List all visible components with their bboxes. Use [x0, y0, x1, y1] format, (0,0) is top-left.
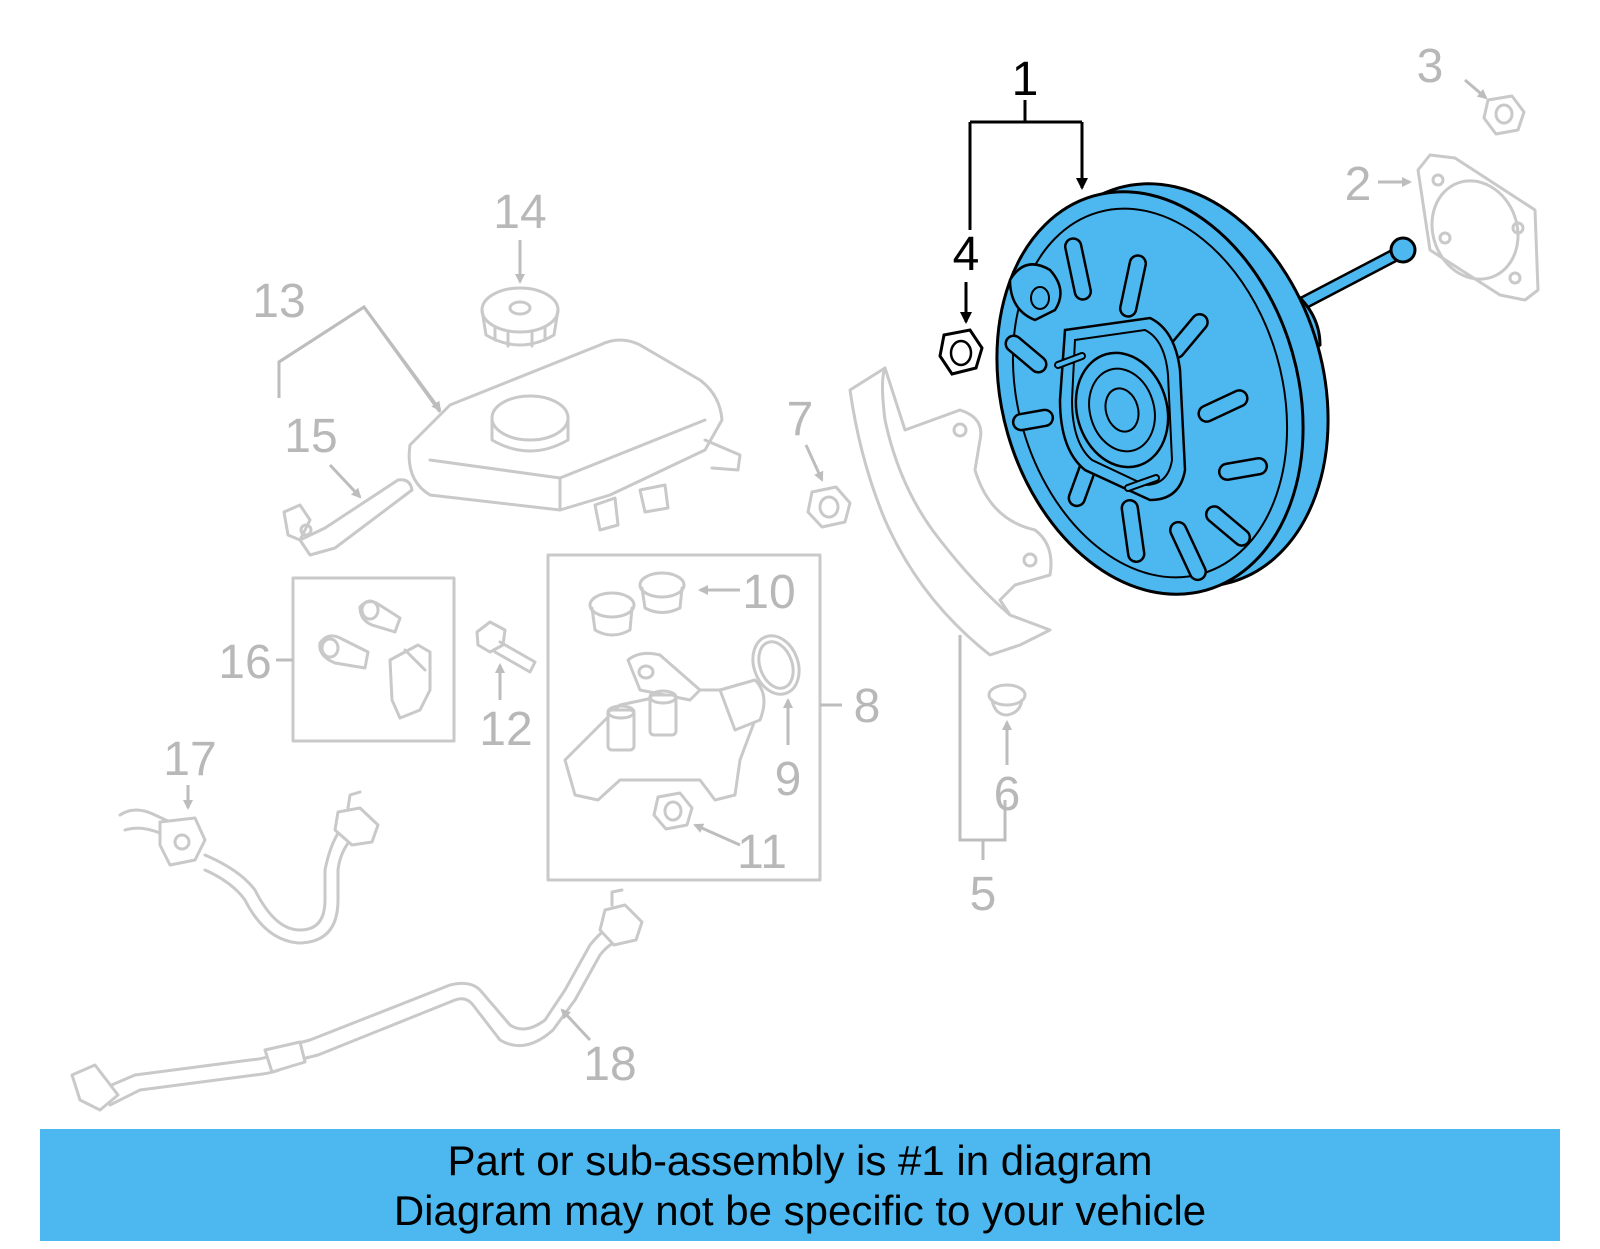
nut-part-4 [938, 328, 984, 376]
nut-part-3 [1482, 94, 1526, 136]
callout-8: 8 [854, 680, 881, 733]
nut-part-7 [806, 485, 852, 529]
brake-booster-part-1[interactable] [951, 147, 1417, 631]
callout-2: 2 [1345, 158, 1372, 211]
gasket-part-2 [1416, 153, 1540, 302]
callout-14: 14 [493, 186, 546, 239]
level-sensor-part-15 [282, 478, 414, 557]
callout-12: 12 [479, 703, 532, 756]
callout-1: 1 [1012, 53, 1039, 106]
callout-15: 15 [284, 410, 337, 463]
callout-5: 5 [970, 868, 997, 921]
callout-18: 18 [583, 1038, 636, 1091]
banner-line-disclaimer: Diagram may not be specific to your vehi… [393, 1187, 1207, 1234]
callout-9: 9 [775, 753, 802, 806]
reservoir-part-13 [407, 338, 742, 532]
callout-16: 16 [218, 636, 271, 689]
vacuum-hose-part-18 [70, 888, 644, 1112]
banner-line-part-number: Part or sub-assembly is #1 in diagram [447, 1137, 1153, 1184]
callout-6: 6 [994, 768, 1021, 821]
callout-17: 17 [163, 733, 216, 786]
callout-11: 11 [737, 826, 787, 879]
callout-7: 7 [787, 393, 814, 446]
callout-4: 4 [953, 228, 980, 281]
callout-3: 3 [1417, 40, 1444, 93]
info-banner: Part or sub-assembly is #1 in diagram Di… [40, 1129, 1560, 1241]
callout-13: 13 [252, 275, 305, 328]
vacuum-hose-part-17 [118, 790, 380, 945]
heat-shield-part-5 [848, 366, 1053, 657]
bolt-part-12 [475, 620, 537, 674]
callout-10: 10 [742, 566, 795, 619]
master-cylinder-box-part-8 [546, 553, 822, 882]
callout-1-leader [960, 100, 1088, 324]
sensor-box-part-16 [291, 576, 456, 743]
reservoir-cap-part-14 [480, 286, 560, 348]
grommet-part-6 [987, 683, 1027, 717]
